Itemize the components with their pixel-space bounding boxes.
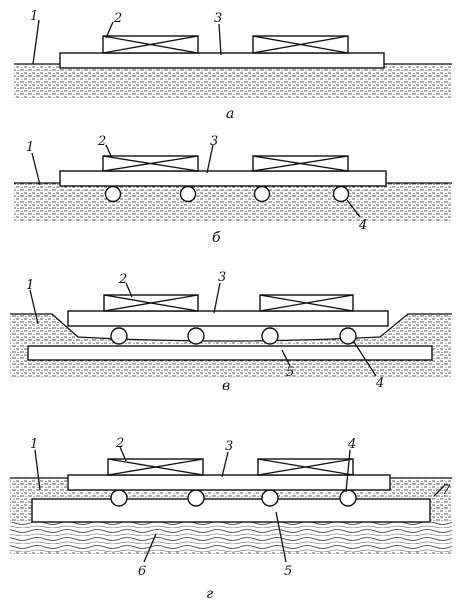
machine-right <box>257 458 354 476</box>
roller <box>339 489 357 507</box>
label-machine: 2 <box>118 272 127 287</box>
roller <box>332 185 350 203</box>
roller-row <box>104 185 350 203</box>
layer-band <box>10 522 452 552</box>
label-roller: 4 <box>375 376 384 391</box>
label-base: 5 <box>284 564 292 579</box>
roller <box>110 327 128 345</box>
label-soil: 1 <box>30 9 38 24</box>
label-machine: 2 <box>115 436 124 451</box>
panel-caption: г <box>206 586 213 602</box>
label-slab: 3 <box>210 134 218 149</box>
roller <box>253 185 271 203</box>
roller <box>339 327 357 345</box>
roller <box>110 489 128 507</box>
label-base: 5 <box>286 365 294 380</box>
label-soil: 1 <box>30 437 38 452</box>
roller <box>104 185 122 203</box>
panel-b: 1 2 3 4 б <box>14 134 452 246</box>
roller <box>187 327 205 345</box>
machine-right <box>252 35 349 54</box>
panel-d: 1 2 3 4 7 5 6 г <box>10 436 452 602</box>
machine-right <box>259 294 354 312</box>
soil-region <box>14 183 452 221</box>
base-slab <box>31 498 431 523</box>
panel-a: 1 2 3 а <box>14 9 452 122</box>
machine-left <box>102 155 199 172</box>
machine-left <box>107 458 204 476</box>
label-slab: 3 <box>218 270 226 285</box>
label-soil: 1 <box>26 140 34 155</box>
label-layer: 6 <box>138 564 146 579</box>
panel-caption: а <box>226 106 234 122</box>
label-machine: 2 <box>97 134 106 149</box>
roller <box>187 489 205 507</box>
machine-right <box>252 155 349 172</box>
roller-row <box>110 489 357 507</box>
label-slab: 3 <box>225 439 233 454</box>
panel-caption: б <box>212 230 221 246</box>
slab <box>59 170 387 187</box>
roller <box>179 185 197 203</box>
roller <box>261 327 279 345</box>
soil-region <box>14 64 452 98</box>
label-roller: 4 <box>347 437 356 452</box>
panel-c: 1 2 3 5 4 в <box>10 270 452 394</box>
panel-caption: в <box>222 378 230 394</box>
roller-row <box>110 327 357 345</box>
label-extra: 7 <box>442 483 451 498</box>
machine-left <box>102 35 199 54</box>
base-slab <box>27 345 433 361</box>
label-roller: 4 <box>358 218 367 233</box>
roller <box>261 489 279 507</box>
label-slab: 3 <box>214 11 222 26</box>
slab <box>67 474 391 491</box>
machine-left <box>103 294 199 312</box>
label-machine: 2 <box>113 11 122 26</box>
label-soil: 1 <box>26 278 34 293</box>
slab <box>59 52 385 69</box>
slab <box>67 310 389 327</box>
